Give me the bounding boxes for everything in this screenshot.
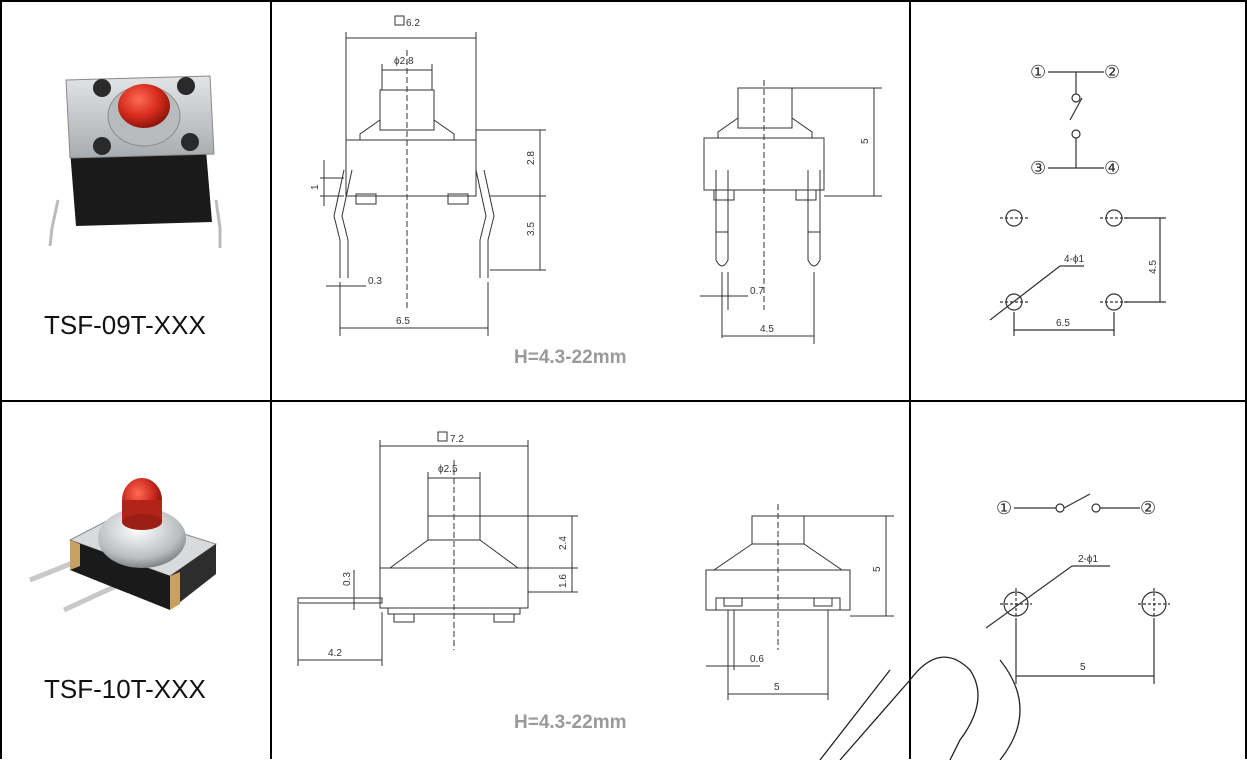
dim-phi: ϕ2.8 <box>394 56 414 67</box>
dimension-drawing-tsf-10t: 7.2 ϕ2.5 2.4 1.6 0.3 4.2 0.6 5 5 <box>290 420 900 710</box>
dim-side-lead: 0.6 <box>750 654 764 665</box>
table-border-left <box>0 0 2 759</box>
pin-1: ① <box>1030 62 1046 82</box>
model-label-tsf-09t: TSF-09T-XXX <box>44 310 206 340</box>
dim-side-lead: 0.7 <box>750 286 764 297</box>
pin-3: ③ <box>1030 158 1046 178</box>
pin-4: ④ <box>1104 158 1120 178</box>
dim-offset: 1 <box>310 184 321 190</box>
pin-2: ② <box>1140 498 1156 518</box>
switch-photo-icon <box>29 478 218 613</box>
side-view <box>705 504 894 700</box>
dim-lead: 0.3 <box>368 276 382 287</box>
dim-cap-height: 2.4 <box>558 536 569 550</box>
dim-body-height: 2.8 <box>526 151 537 165</box>
side-view <box>700 80 882 344</box>
table-col-divider-2 <box>909 0 911 759</box>
height-range-tsf-09t: H=4.3-22mm <box>514 347 627 368</box>
product-photo-tsf-09t <box>30 50 240 250</box>
dim-square: 6.2 <box>406 18 420 29</box>
front-view <box>297 431 578 666</box>
dim-holes: 4-ϕ1 <box>1064 254 1084 265</box>
table-border-right <box>1245 0 1247 759</box>
dim-body-height: 1.6 <box>558 574 569 588</box>
schematic-tsf-09t: ① ② ③ ④ <box>960 50 1180 350</box>
table-row-divider <box>0 400 1247 402</box>
dim-phi: ϕ2.5 <box>438 464 458 475</box>
table-border-top <box>0 0 1247 2</box>
table-col-divider-1 <box>270 0 272 759</box>
pin-1: ① <box>996 498 1012 518</box>
product-photo-tsf-10t <box>20 440 240 640</box>
model-label-tsf-10t: TSF-10T-XXX <box>44 674 206 704</box>
dim-spacing-y: 4.5 <box>1148 260 1159 274</box>
dim-spacing-x: 5 <box>1080 662 1086 673</box>
pin-2: ② <box>1104 62 1120 82</box>
dimension-drawing-tsf-09t: 6.2 ϕ2.8 2.8 3.5 1 0.3 6.5 0.7 4.5 5 <box>300 10 900 350</box>
dim-holes: 2-ϕ1 <box>1078 554 1098 565</box>
dim-square: 7.2 <box>450 434 464 445</box>
dim-side-width: 4.5 <box>760 324 774 335</box>
dim-side-height: 5 <box>872 566 883 572</box>
pcb-holes <box>989 209 1166 336</box>
switch-photo-icon <box>48 75 222 248</box>
dim-lead-length: 4.2 <box>328 648 342 659</box>
dim-lead: 0.3 <box>342 572 353 586</box>
dim-side-width: 5 <box>774 682 780 693</box>
dim-side-height: 5 <box>860 138 871 144</box>
dim-spacing-x: 6.5 <box>1056 318 1070 329</box>
pcb-holes <box>985 565 1170 684</box>
front-view <box>320 15 546 336</box>
schematic-tsf-10t: ① ② 2-ϕ1 5 <box>960 470 1200 700</box>
height-range-tsf-10t: H=4.3-22mm <box>514 712 627 733</box>
dim-width: 6.5 <box>396 316 410 327</box>
watermark-outline <box>800 560 1060 765</box>
dim-leg-height: 3.5 <box>526 222 537 236</box>
